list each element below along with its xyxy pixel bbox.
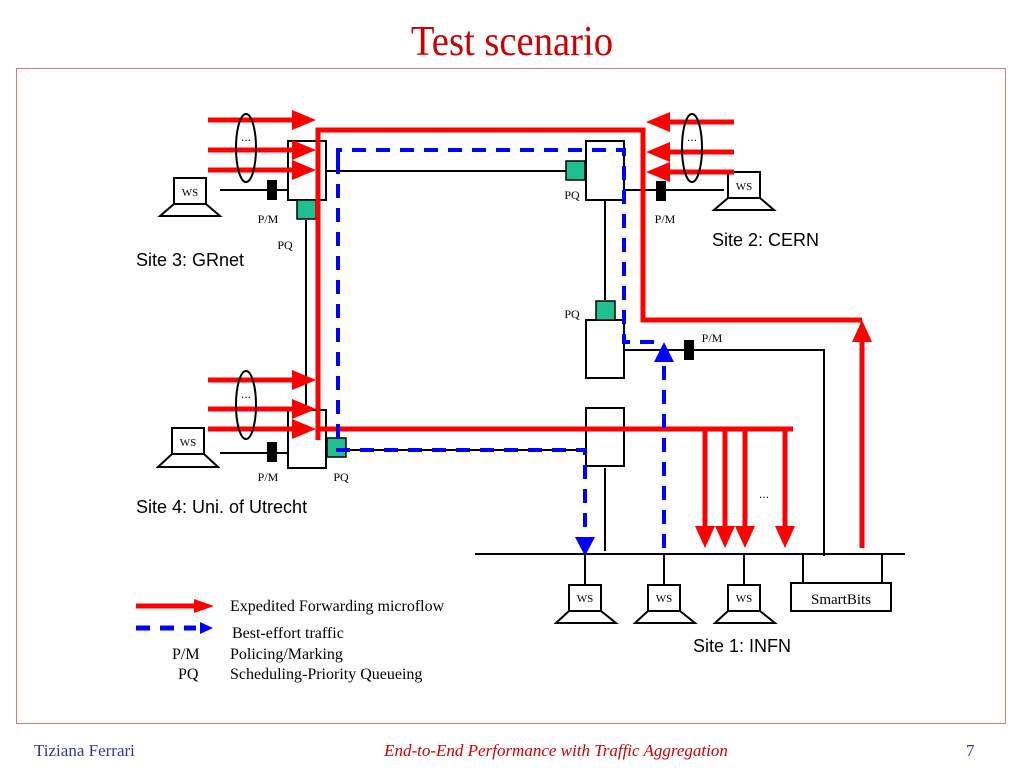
slide-title: Test scenario (410, 19, 614, 65)
site-label-utrecht: Site 4: Uni. of Utrecht (136, 497, 307, 517)
be-arrowheads (575, 342, 674, 556)
ef-path-main (315, 127, 862, 440)
footer-page-number: 7 (966, 741, 975, 760)
workstation-site2 (711, 171, 777, 211)
router-site1-upper (585, 319, 625, 379)
ellipsis-site4: ... (241, 387, 251, 401)
best-effort-flows (336, 148, 666, 548)
ellipsis-site3: ... (241, 130, 251, 144)
pq-box-site4 (326, 437, 347, 458)
footer-author: Tiziana Ferrari (34, 741, 135, 760)
pq-label-site2: PQ (564, 188, 580, 202)
pq-box-site1-upper (595, 300, 616, 321)
workstation-site4 (155, 427, 221, 468)
workstations (155, 171, 892, 624)
pq-label-site3: PQ (277, 238, 293, 252)
legend-pq-key: PQ (178, 666, 199, 683)
legend-be-symbol (136, 622, 213, 634)
ws-label-site1-b: WS (656, 593, 673, 605)
ws-label-site2: WS (736, 181, 753, 193)
smartbits-label: SmartBits (811, 592, 871, 608)
workstation-site1-c (712, 584, 778, 624)
pq-box-site3 (296, 199, 317, 220)
legend-pm-text: Policing/Marking (230, 646, 343, 663)
be-path-main (336, 148, 660, 344)
pq-label-site1: PQ (564, 307, 580, 321)
ellipsis-site2: ... (687, 130, 697, 144)
smartbits-box (790, 582, 892, 612)
pq-label-site4: PQ (333, 470, 349, 484)
pq-box-site2 (565, 160, 586, 181)
ws-label-site4: WS (180, 437, 197, 449)
ws-label-site1-a: WS (577, 593, 594, 605)
legend-ef-text: Expedited Forwarding microflow (230, 598, 445, 615)
pm-block-site1 (684, 340, 694, 360)
pq-boxes (296, 160, 616, 458)
pm-label-site1: P/M (702, 331, 723, 345)
diagram-labels: ... ... ... ... WS WS WS WS WS WS SmartB… (136, 130, 871, 656)
legend-pm-key: P/M (172, 646, 200, 663)
router-site1-lower (585, 407, 625, 467)
legend-ef-symbol (136, 599, 214, 613)
pm-label-site3: P/M (258, 212, 279, 226)
ws-label-site3: WS (182, 187, 199, 199)
be-path-lower (336, 160, 587, 540)
ws-label-site1-c: WS (736, 593, 753, 605)
pm-label-site2: P/M (655, 212, 676, 226)
ef-flows (208, 117, 865, 548)
legend-pq-text: Scheduling-Priority Queueing (230, 666, 422, 683)
diagram-panel (16, 68, 1006, 724)
pm-block-site4 (267, 442, 277, 462)
ef-arrowheads (292, 110, 872, 548)
workstation-site1-b (632, 584, 698, 624)
pm-blocks (267, 180, 694, 462)
pm-label-site4: P/M (258, 470, 279, 484)
site-label-grnet: Site 3: GRnet (136, 250, 244, 270)
site-label-infn: Site 1: INFN (693, 636, 791, 656)
legend: Expedited Forwarding microflow Best-effo… (136, 598, 445, 683)
workstation-site1-a (553, 584, 619, 624)
ellipsis-site1: ... (759, 487, 769, 501)
footer-talk-title: End-to-End Performance with Traffic Aggr… (384, 741, 728, 760)
legend-be-text: Best-effort traffic (232, 625, 344, 642)
site-label-cern: Site 2: CERN (712, 230, 819, 250)
workstation-site3 (157, 177, 223, 217)
pm-block-site2 (656, 181, 666, 201)
aggregate-ellipses (235, 113, 703, 440)
pm-block-site3 (267, 180, 277, 200)
